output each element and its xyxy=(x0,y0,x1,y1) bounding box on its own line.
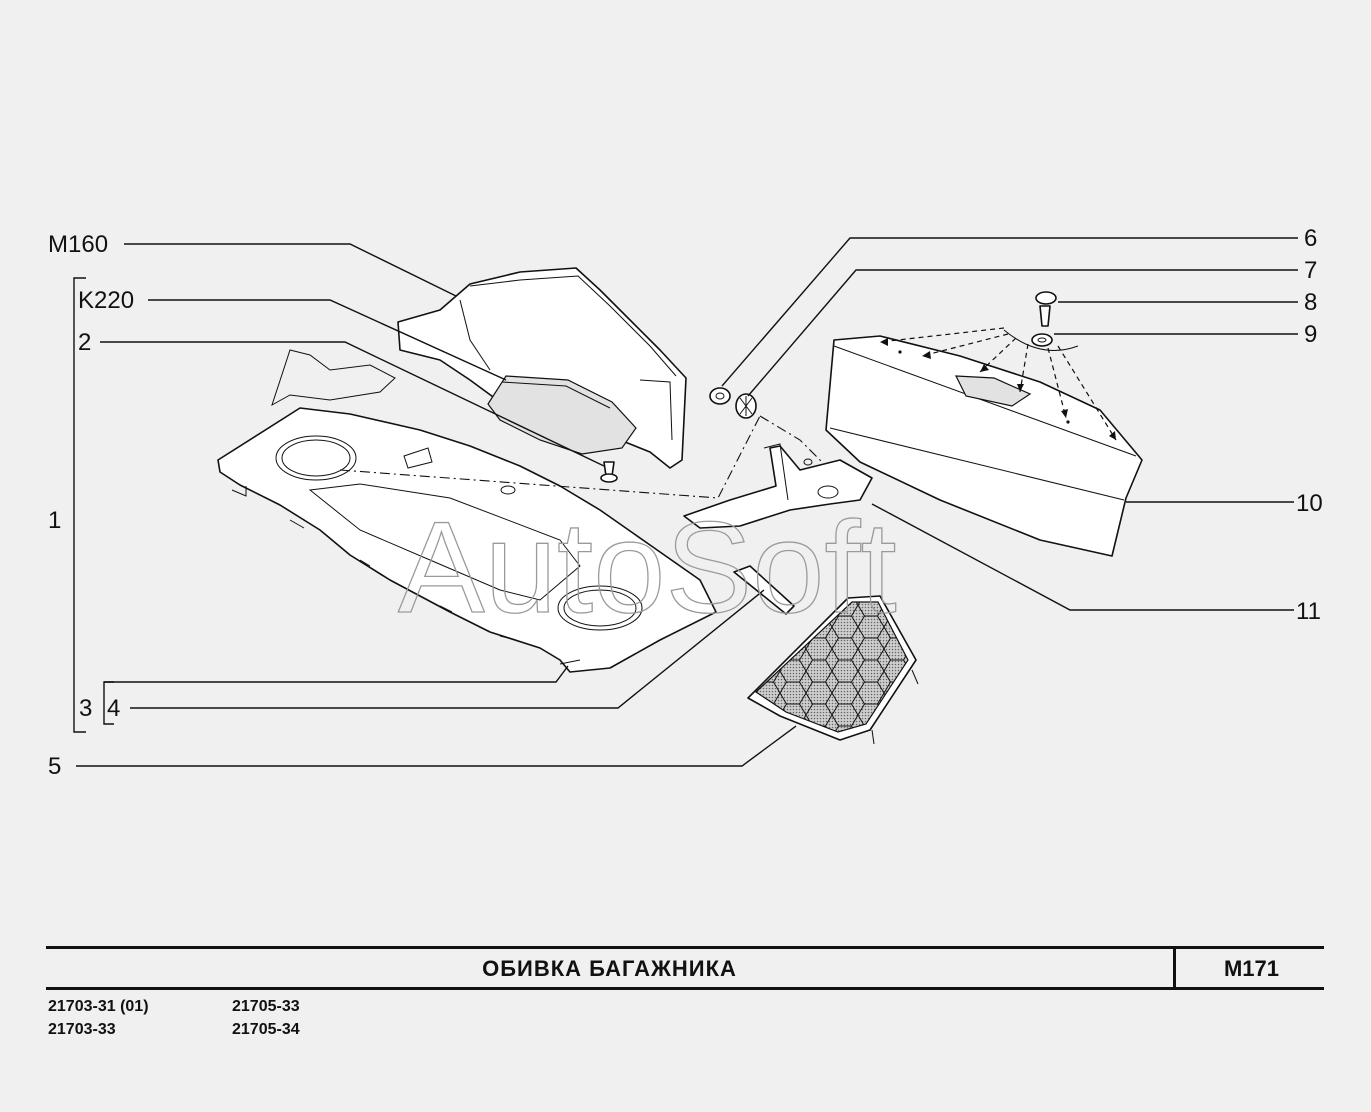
washer-part-9 xyxy=(1031,333,1053,347)
document-code: M171 xyxy=(1223,956,1280,981)
callout-10: 10 xyxy=(1296,490,1323,517)
model-code: 21703-31 (01) xyxy=(48,998,149,1015)
brake-light-cover xyxy=(487,375,637,455)
callout-11: 11 xyxy=(1296,598,1321,625)
model-code: 21705-33 xyxy=(232,998,300,1015)
watermark-text: AutoSoft xyxy=(398,494,897,640)
speaker-grille xyxy=(747,595,919,745)
callout-8: 8 xyxy=(1304,289,1317,316)
model-code: 21705-34 xyxy=(232,1021,300,1038)
axis-lines xyxy=(339,415,823,499)
parts-diagram: M160 K220 2 1 3 4 5 6 7 8 9 10 11 AutoSo… xyxy=(48,225,1323,780)
model-code: 21703-33 xyxy=(48,1021,116,1038)
mounting-bracket xyxy=(683,443,873,529)
callout-5: 5 xyxy=(48,753,61,780)
callout-m160: M160 xyxy=(48,231,108,258)
callout-7: 7 xyxy=(1304,257,1317,284)
washer-part xyxy=(735,393,757,419)
trunk-lid-trim xyxy=(825,335,1143,557)
screw-part-8 xyxy=(1035,291,1057,327)
rear-shelf xyxy=(217,407,717,673)
callout-6: 6 xyxy=(1304,225,1317,252)
callout-3: 3 xyxy=(79,695,92,722)
callout-k220: K220 xyxy=(78,287,134,314)
screw-part xyxy=(600,461,618,483)
callout-1: 1 xyxy=(48,507,61,534)
title-block: ОБИВКА БАГАЖНИКА M171 xyxy=(46,946,1324,990)
callout-4: 4 xyxy=(107,695,120,722)
leader-lines xyxy=(73,237,1298,767)
assembly-arrows xyxy=(879,327,1117,441)
document-title: ОБИВКА БАГАЖНИКА xyxy=(46,949,1176,987)
callout-9: 9 xyxy=(1304,321,1317,348)
nut-part xyxy=(709,387,731,405)
callout-2: 2 xyxy=(78,329,91,356)
